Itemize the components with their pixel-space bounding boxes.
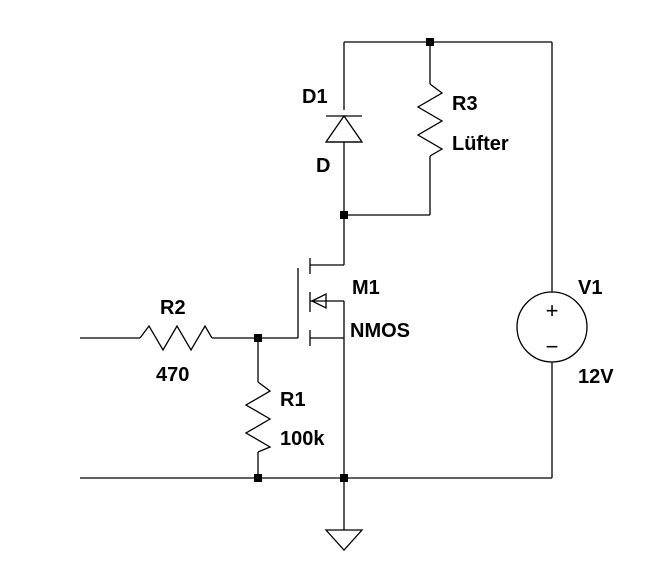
diode-d1 [324, 114, 364, 143]
junctions [254, 38, 434, 482]
label-r3-value: Lüfter [452, 133, 509, 155]
label-m1-value: NMOS [350, 320, 410, 342]
label-d1-ref: D1 [302, 86, 328, 108]
label-r1-value: 100k [280, 428, 325, 450]
label-v1-value: 12V [578, 366, 614, 388]
label-v1-ref: V1 [578, 277, 602, 299]
label-r3-ref: R3 [452, 93, 478, 115]
junction-drain [340, 211, 348, 219]
nmos-m1-arrow [310, 292, 327, 310]
voltage-source-v1-minus: − [546, 334, 559, 359]
voltage-source-v1: + − [516, 291, 588, 363]
label-r2-ref: R2 [160, 297, 186, 319]
label-r1-ref: R1 [280, 389, 306, 411]
label-r2-value: 470 [156, 364, 189, 386]
voltage-source-v1-body [516, 291, 588, 363]
diode-d1-triangle [324, 114, 364, 143]
label-m1-ref: M1 [352, 277, 380, 299]
junction-ground [340, 474, 348, 482]
resistor-r3 [416, 83, 444, 157]
junction-r1-ground [254, 474, 262, 482]
voltage-source-v1-plus: + [546, 298, 559, 323]
junction-top [426, 38, 434, 46]
ground-icon [324, 529, 364, 551]
junction-gate [254, 334, 262, 342]
nmos-m1 [297, 258, 344, 346]
resistor-r1 [244, 381, 272, 453]
wires [80, 41, 553, 530]
label-d1-value: D [316, 155, 330, 177]
resistor-r2 [139, 324, 213, 352]
